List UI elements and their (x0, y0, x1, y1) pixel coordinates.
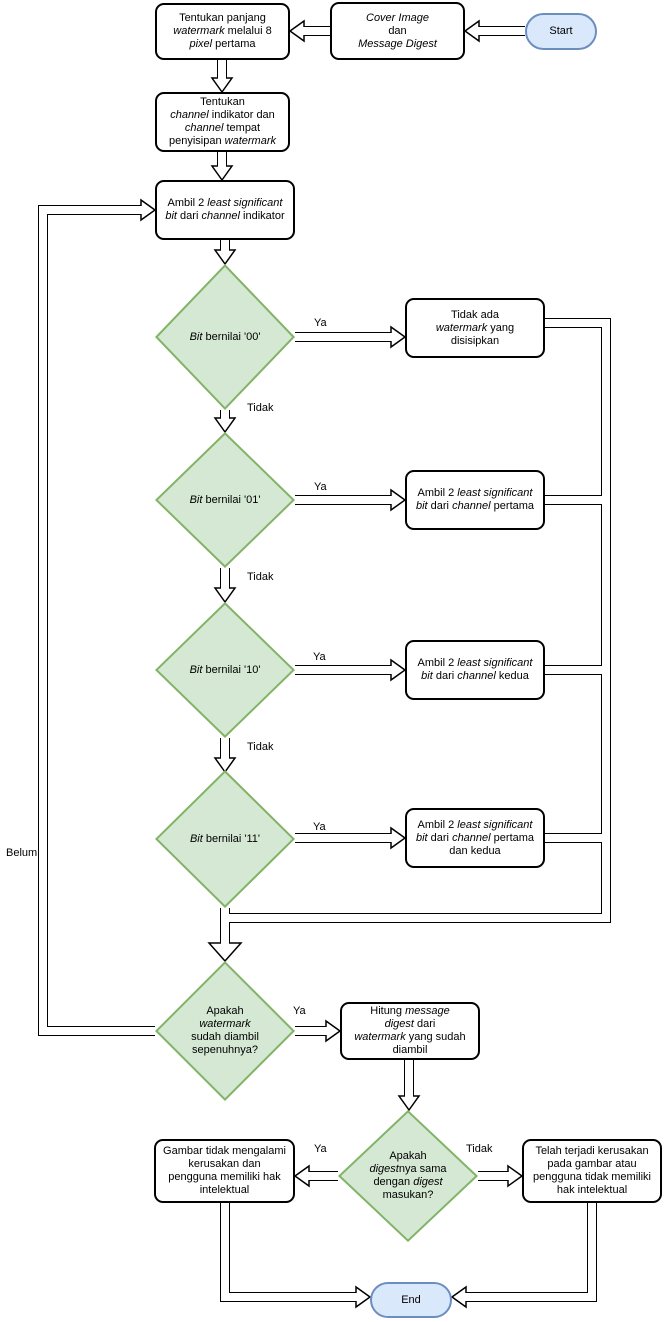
decision-bit-00-label: Bit bernilai '00' (189, 330, 261, 343)
edge-label-tidak-digest: Tidak (466, 1143, 493, 1155)
edge-label-ya-10: Ya (313, 651, 326, 663)
decision-bit-01-label: Bit bernilai '01' (189, 493, 261, 506)
diamond-shape (155, 770, 295, 908)
edge-label-ya-01: Ya (314, 481, 327, 493)
edge-label-ya-00: Ya (314, 317, 327, 329)
edge-label-belum: Belum (6, 847, 38, 859)
diamond-shape (155, 602, 295, 738)
edge-label-tidak-10: Tidak (247, 741, 274, 753)
decision-bit-10-label: Bit bernilai '10' (189, 663, 261, 676)
edge-label-ya-selesai: Ya (293, 1005, 306, 1017)
decision-bit-10: Bit bernilai '10' (155, 602, 295, 738)
edge-label-ya-11: Ya (313, 821, 326, 833)
diamond-shape (155, 961, 295, 1101)
decision-bit-11: Bit bernilai '11' (155, 770, 295, 908)
terminator-start-label: Start (549, 25, 573, 37)
terminator-start: Start (525, 13, 597, 50)
diamond-shape (155, 432, 295, 568)
decision-bit-00: Bit bernilai '00' (155, 264, 295, 410)
diamond-shape (338, 1110, 478, 1242)
diamond-shape (155, 264, 295, 410)
decision-bit-01: Bit bernilai '01' (155, 432, 295, 568)
edge-label-tidak-01: Tidak (247, 571, 274, 583)
connector-arrowheads (140, 19, 524, 1309)
edge-label-tidak-00: Tidak (247, 402, 274, 414)
decision-bit-11-label: Bit bernilai '11' (189, 832, 261, 845)
edge-label-ya-digest: Ya (314, 1143, 327, 1155)
terminator-end-label: End (401, 1293, 421, 1306)
terminator-end: End (370, 1282, 452, 1318)
